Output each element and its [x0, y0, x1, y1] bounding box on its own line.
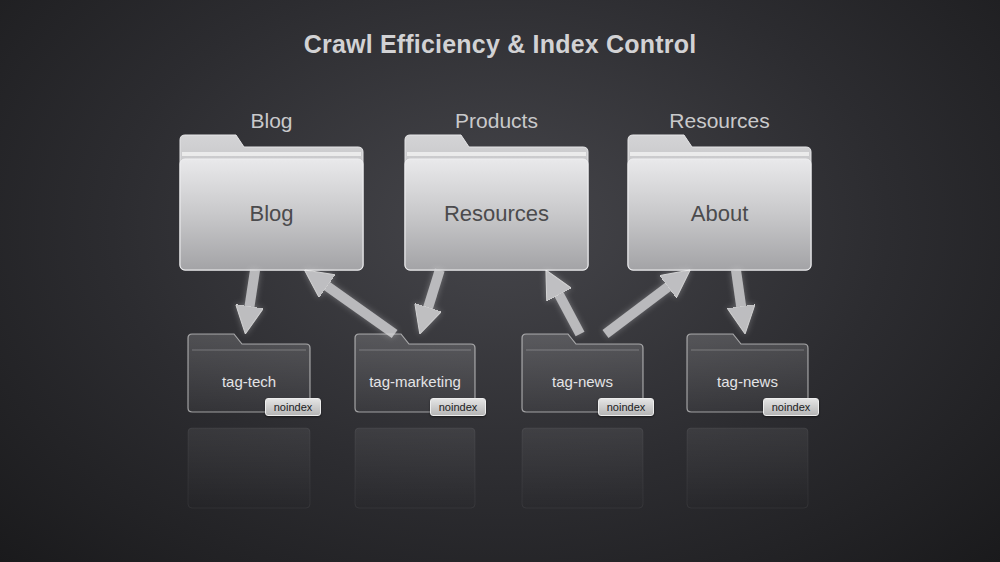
folder-label: Resources: [405, 201, 588, 227]
reflection-shape: [188, 428, 310, 508]
folder-edge: [192, 350, 306, 351]
tag-folder: tag-technoindex: [188, 334, 310, 412]
tag-folder-label: tag-news: [677, 373, 818, 390]
folder-edge: [526, 350, 639, 351]
connector-group: [249, 270, 741, 334]
reflection: [188, 428, 808, 508]
flow-arrow: [736, 270, 741, 308]
flow-arrow: [326, 285, 395, 334]
folder-back: [628, 135, 811, 270]
tag-folder-label: tag-tech: [178, 373, 320, 390]
flow-arrow: [249, 270, 255, 308]
tag-folder: tag-newsnoindex: [522, 334, 643, 412]
tag-folder-label: tag-marketing: [345, 373, 485, 390]
noindex-badge: noindex: [598, 398, 654, 416]
tag-folder: tag-marketingnoindex: [355, 334, 475, 412]
folder-node: ProductsResources: [405, 105, 588, 270]
folder-paper: [407, 152, 586, 156]
folder-label: About: [628, 201, 811, 227]
reflection-shape: [355, 428, 475, 508]
folder-front: [405, 159, 588, 270]
folder-node: BlogBlog: [180, 105, 363, 270]
folder-label: Blog: [180, 201, 363, 227]
section-heading: Products: [385, 109, 608, 133]
noindex-label: noindex: [772, 401, 811, 413]
noindex-badge: noindex: [763, 398, 819, 416]
folder-front: [628, 159, 811, 270]
section-heading: Resources: [608, 109, 831, 133]
folder-edge: [691, 350, 804, 351]
noindex-label: noindex: [439, 401, 478, 413]
noindex-badge: noindex: [265, 398, 321, 416]
folder-paper: [182, 152, 361, 156]
tag-folder-label: tag-news: [512, 373, 653, 390]
noindex-label: noindex: [274, 401, 313, 413]
folder-paper: [630, 152, 809, 156]
flow-arrow: [428, 270, 440, 309]
folder-back: [405, 135, 588, 270]
flow-arrow: [605, 286, 669, 334]
noindex-badge: noindex: [430, 398, 486, 416]
folder-front: [180, 159, 363, 270]
flow-arrow: [558, 293, 580, 334]
tag-folder: tag-newsnoindex: [687, 334, 808, 412]
section-heading: Blog: [160, 109, 383, 133]
folder-node: ResourcesAbout: [628, 105, 811, 270]
folder-back: [180, 135, 363, 270]
noindex-label: noindex: [607, 401, 646, 413]
reflection-shape: [522, 428, 643, 508]
diagram-title: Crawl Efficiency & Index Control: [0, 30, 1000, 59]
reflection-shape: [687, 428, 808, 508]
folder-edge: [359, 350, 471, 351]
